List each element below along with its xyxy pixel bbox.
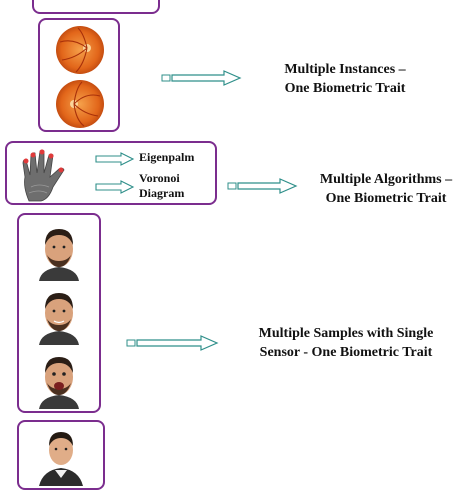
face-image-2 bbox=[39, 293, 79, 345]
top-partial-box bbox=[32, 0, 160, 14]
arrow-eigenpalm bbox=[95, 152, 135, 166]
faces-box bbox=[17, 213, 101, 413]
label-voronoi: Voronoi Diagram bbox=[139, 171, 185, 200]
label-samples: Multiple Samples with Single Sensor - On… bbox=[258, 326, 434, 360]
palm-box: Eigenpalm Voronoi Diagram bbox=[5, 141, 217, 205]
face-image-3 bbox=[39, 357, 79, 409]
arrow-samples bbox=[126, 335, 219, 351]
label-eigenpalm: Eigenpalm bbox=[139, 150, 195, 164]
retina-image-1 bbox=[56, 26, 104, 74]
arrow-algorithms bbox=[227, 178, 298, 194]
bottom-partial-box bbox=[17, 420, 105, 490]
arrow-instances bbox=[161, 70, 242, 86]
top-partial-image bbox=[34, 0, 158, 12]
palmprint-image bbox=[22, 149, 65, 202]
label-algorithms: Multiple Algorithms – One Biometric Trai… bbox=[319, 172, 453, 206]
face-image-1 bbox=[39, 229, 79, 281]
label-instances: Multiple Instances – One Biometric Trait bbox=[284, 62, 406, 96]
arrow-voronoi bbox=[95, 180, 135, 194]
retina-box bbox=[38, 18, 120, 132]
face-image-4 bbox=[39, 432, 83, 486]
retina-image-2 bbox=[56, 80, 104, 128]
